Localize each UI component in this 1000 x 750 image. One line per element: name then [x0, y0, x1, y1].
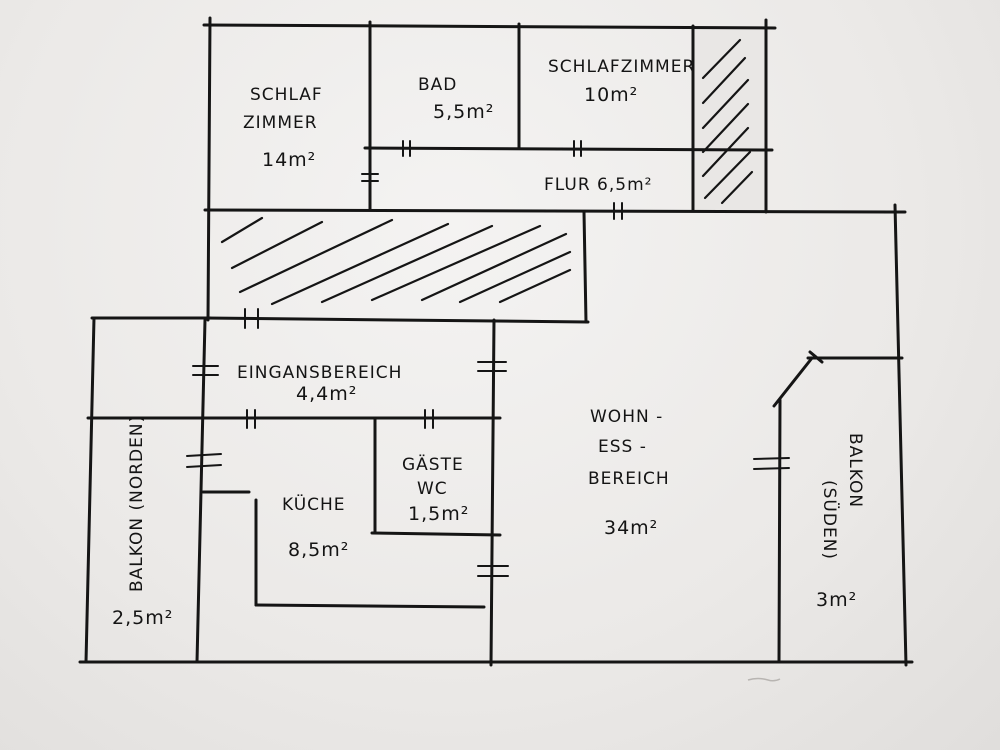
label-bad-name: BAD — [418, 75, 457, 95]
label-schlafzimmer-ost-name: SCHLAFZIMMER — [548, 57, 695, 77]
label-balkon-sued-sub: (SÜDEN) — [819, 480, 841, 560]
hatched-block-north-east — [695, 28, 765, 211]
label-wohn-line1: WOHN - — [590, 407, 663, 427]
label-schlafzimmer-ost-area: 10m² — [584, 84, 638, 106]
label-balkon-nord-area: 2,5m² — [112, 607, 173, 629]
hatched-block-center — [220, 216, 572, 306]
door-marks — [186, 140, 790, 577]
label-schlafzimmer-west-area: 14m² — [262, 149, 316, 171]
label-gaeste-wc-line1: GÄSTE — [402, 454, 464, 475]
room-labels: SCHLAF ZIMMER 14m² BAD 5,5m² SCHLAFZIMME… — [112, 57, 865, 629]
label-wohn-line2: ESS - — [598, 437, 647, 457]
label-kueche-name: KÜCHE — [282, 493, 346, 515]
label-gaeste-wc-area: 1,5m² — [408, 503, 469, 525]
label-wohn-line3: BEREICH — [588, 469, 670, 489]
label-balkon-sued-area: 3m² — [816, 589, 857, 611]
label-balkon-nord-name: BALKON (NORDEN) — [127, 415, 147, 592]
label-schlafzimmer-west-line1: SCHLAF — [250, 85, 323, 105]
label-balkon-sued-name: BALKON — [845, 433, 865, 508]
label-bad-area: 5,5m² — [433, 101, 494, 123]
label-schlafzimmer-west-line2: ZIMMER — [243, 113, 318, 133]
label-eingang-area: 4,4m² — [296, 383, 357, 405]
label-gaeste-wc-line2: WC — [417, 479, 448, 499]
walls — [78, 16, 914, 667]
pencil-mark — [747, 677, 781, 682]
label-wohn-area: 34m² — [604, 517, 658, 539]
label-kueche-area: 8,5m² — [288, 539, 349, 561]
label-eingang-name: EINGANSBEREICH — [237, 363, 402, 383]
label-flur: FLUR 6,5m² — [544, 175, 652, 195]
